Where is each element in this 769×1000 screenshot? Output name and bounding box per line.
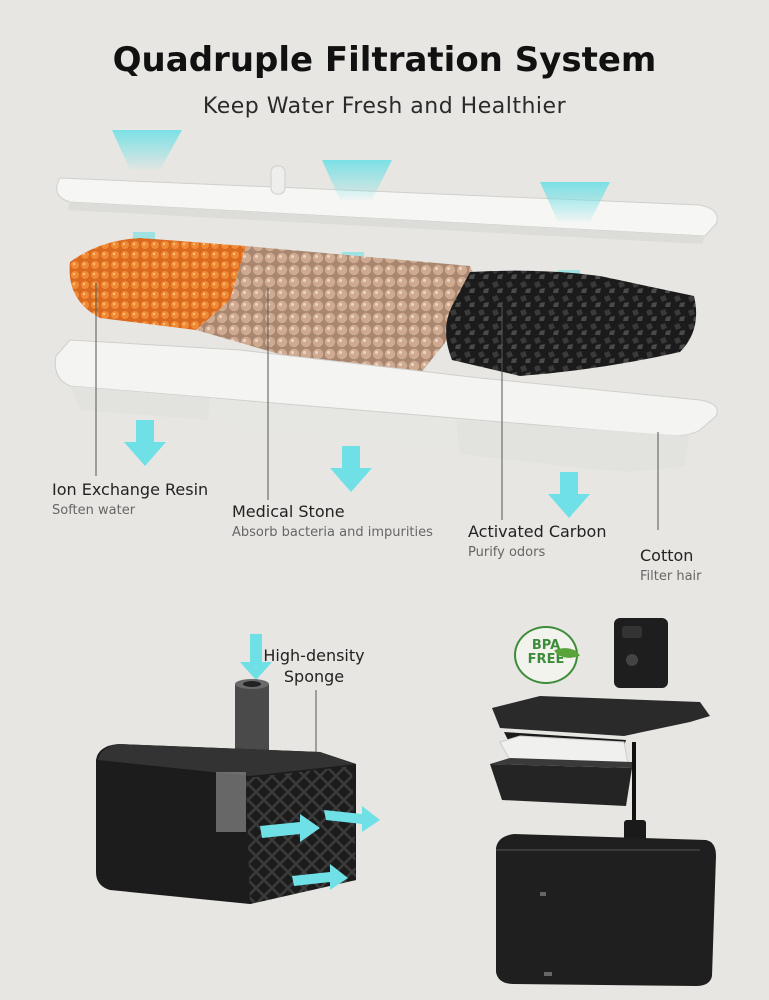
bpa-free-badge: BPA FREE [514,626,578,684]
layer-description: Purify odors [468,545,546,560]
cotton-tray [54,339,718,472]
layer-label-cotton: Cotton Filter hair [640,546,702,584]
leader-lines [95,283,659,530]
down-arrows [124,420,590,518]
badge-line-1: BPA [531,638,561,653]
fountain-exploded-view [490,618,716,986]
layer-name: Medical Stone [232,502,345,521]
layer-description: Absorb bacteria and impurities [232,525,433,540]
layer-description: Filter hair [640,569,702,584]
badge-line-2: FREE [527,652,565,667]
layer-name: Cotton [640,546,694,565]
carbon-layer [446,270,697,376]
pump-illustration [96,634,380,904]
page-title: Quadruple Filtration System [112,40,657,80]
layer-label-stone: Medical Stone Absorb bacteria and impuri… [232,502,433,540]
layer-label-resin: Ion Exchange Resin Soften water [52,480,208,518]
layer-description: Soften water [52,503,136,518]
up-arrow-icon [240,634,272,680]
layer-name: Activated Carbon [468,522,607,541]
layer-name: Ion Exchange Resin [52,480,209,499]
sponge-label: High-density Sponge [263,646,365,686]
layer-label-carbon: Activated Carbon Purify odors [468,522,606,560]
resin-layer [69,238,246,330]
cotton-top-plate [56,165,718,244]
page-subtitle: Keep Water Fresh and Healthier [202,94,567,119]
